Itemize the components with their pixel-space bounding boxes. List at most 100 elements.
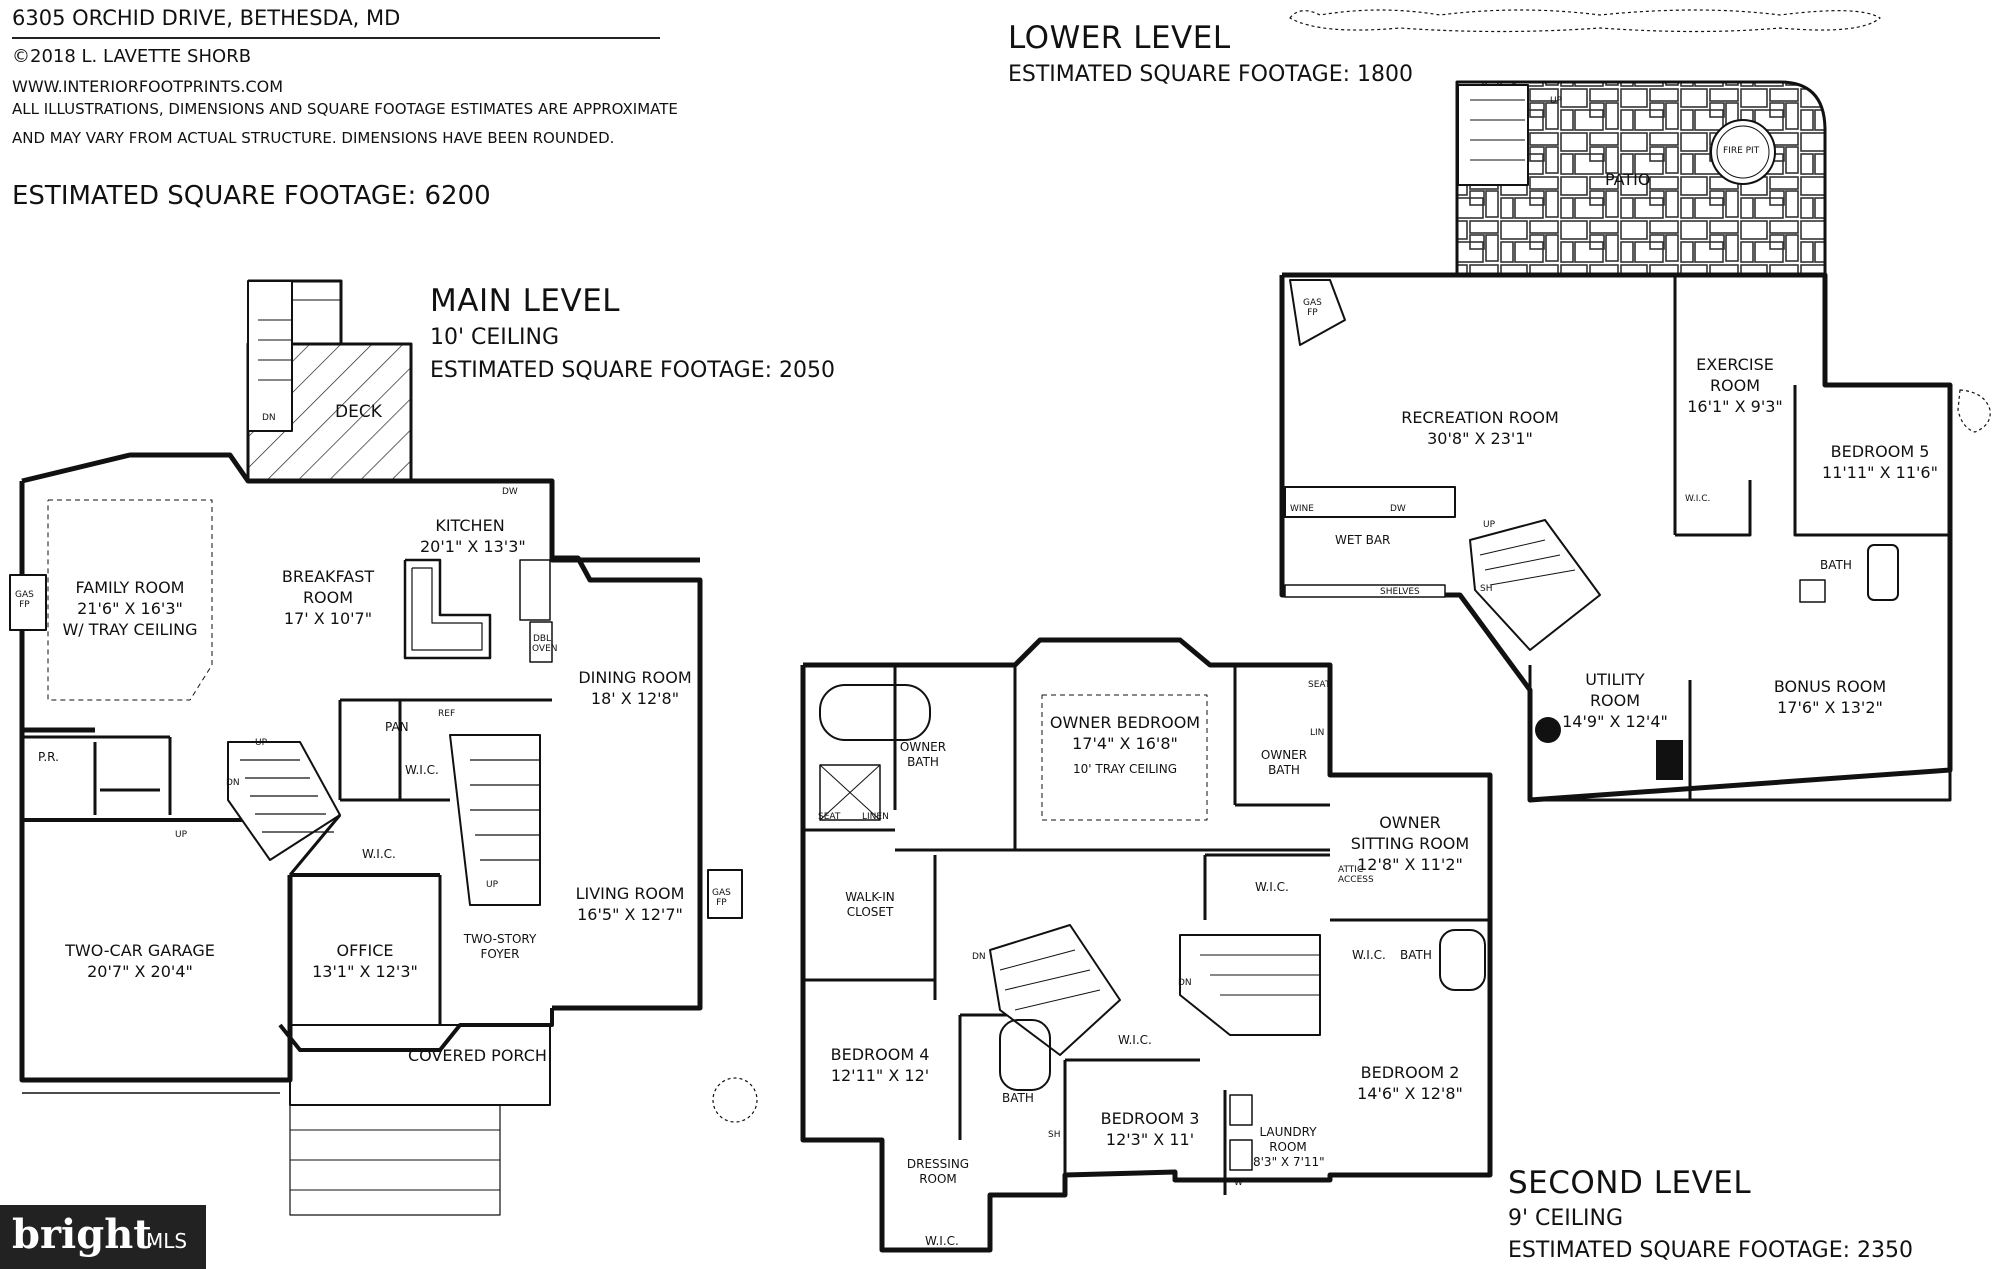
owner-sitting-name-2: SITTING ROOM xyxy=(1350,834,1470,853)
owner-bath-text: OWNER xyxy=(899,740,947,754)
refrigerator-label: REF xyxy=(438,709,456,719)
bedroom-4-dimensions: 12'11" X 12' xyxy=(830,1066,930,1085)
second-level-sqft: ESTIMATED SQUARE FOOTAGE: 2350 xyxy=(1508,1238,1914,1263)
bedroom-4-label: BEDROOM 4 12'11" X 12' xyxy=(815,1044,945,1086)
breakfast-name: BREAKFAST xyxy=(281,567,375,586)
bright-logo-text: bright xyxy=(12,1211,152,1258)
fireplace-text-2: FP xyxy=(19,600,30,610)
lower-stair-up-label: UP xyxy=(1483,520,1496,530)
laundry-room-label: LAUNDRY ROOM 8'3" X 7'11" xyxy=(1253,1125,1325,1170)
foyer-stair-up-label: UP xyxy=(486,880,499,890)
walk-in-closet-label: WALK-IN CLOSET xyxy=(840,890,900,920)
fireplace-text: GAS xyxy=(1303,298,1322,308)
owner-bath-text: OWNER xyxy=(1260,748,1308,762)
family-room-note: W/ TRAY CEILING xyxy=(62,620,198,639)
second-shower-label: SH xyxy=(1048,1130,1061,1140)
main-stair-up-label: UP xyxy=(255,738,268,748)
fireplace-text: GAS xyxy=(712,888,731,898)
dressing-text-2: ROOM xyxy=(919,1172,957,1186)
living-room-dimensions: 16'5" X 12'7" xyxy=(577,905,683,924)
second-stair-down-label-1: DN xyxy=(972,952,986,962)
second-level-plan xyxy=(800,637,1493,1253)
dining-room-name: DINING ROOM xyxy=(578,668,692,687)
double-oven-label: DBL OVEN xyxy=(532,634,558,654)
utility-name-2: ROOM xyxy=(1589,691,1641,710)
garage-name: TWO-CAR GARAGE xyxy=(65,941,215,960)
fire-pit-label: FIRE PIT xyxy=(1723,146,1760,156)
second-wic-label-2: W.I.C. xyxy=(1352,948,1386,962)
lower-dishwasher-label: DW xyxy=(1390,504,1406,514)
second-level-ceiling: 9' CEILING xyxy=(1508,1206,1624,1231)
lower-shower-label: SH xyxy=(1480,584,1493,594)
attic-access-label: ATTIC ACCESS xyxy=(1338,865,1374,885)
main-level-plan xyxy=(9,279,758,1216)
breakfast-room-label: BREAKFAST ROOM 17' X 10'7" xyxy=(268,566,388,629)
main-level-ceiling: 10' CEILING xyxy=(430,325,560,350)
bonus-dimensions: 17'6" X 13'2" xyxy=(1777,698,1883,717)
lower-level-title: LOWER LEVEL xyxy=(1008,20,1231,56)
foyer-label: TWO-STORY FOYER xyxy=(450,932,550,962)
owner-bedroom-dimensions: 17'4" X 16'8" xyxy=(1072,734,1178,753)
lower-bath-label: BATH xyxy=(1820,558,1852,572)
laundry-text-2: ROOM xyxy=(1269,1140,1307,1154)
property-address: 6305 ORCHID DRIVE, BETHESDA, MD xyxy=(12,6,401,30)
utility-room-label: UTILITY ROOM 14'9" X 12'4" xyxy=(1560,669,1670,732)
recreation-dimensions: 30'8" X 23'1" xyxy=(1427,429,1533,448)
bedroom-5-dimensions: 11'11" X 11'6" xyxy=(1822,463,1938,482)
kitchen-name: KITCHEN xyxy=(435,516,505,535)
recreation-name: RECREATION ROOM xyxy=(1401,408,1559,427)
powder-room-label: P.R. xyxy=(38,750,59,764)
fireplace-text: GAS xyxy=(15,590,34,600)
recreation-room-label: RECREATION ROOM 30'8" X 23'1" xyxy=(1385,407,1575,449)
bedroom-2-dimensions: 14'6" X 12'8" xyxy=(1357,1084,1463,1103)
dressing-text: DRESSING xyxy=(906,1157,970,1171)
total-square-footage: ESTIMATED SQUARE FOOTAGE: 6200 xyxy=(12,181,491,211)
garage-label: TWO-CAR GARAGE 20'7" X 20'4" xyxy=(60,940,220,982)
wine-label: WINE xyxy=(1290,504,1314,514)
office-name: OFFICE xyxy=(336,941,394,960)
lower-level-plan xyxy=(1279,9,1991,803)
family-room-label: FAMILY ROOM 21'6" X 16'3" W/ TRAY CEILIN… xyxy=(60,577,200,640)
bedroom-5-label: BEDROOM 5 11'11" X 11'6" xyxy=(1815,441,1945,483)
office-label: OFFICE 13'1" X 12'3" xyxy=(305,940,425,982)
wet-bar-label: WET BAR xyxy=(1335,533,1391,547)
lower-level-sqft: ESTIMATED SQUARE FOOTAGE: 1800 xyxy=(1008,62,1414,87)
deck-label: DECK xyxy=(335,402,382,422)
bedroom-4-name: BEDROOM 4 xyxy=(830,1045,930,1064)
dining-room-dimensions: 18' X 12'8" xyxy=(590,689,680,708)
owner-bath-right-label: OWNER BATH xyxy=(1254,748,1314,778)
bright-mls-logo: bright MLS xyxy=(0,1205,206,1269)
website-link[interactable]: WWW.INTERIORFOOTPRINTS.COM xyxy=(12,77,284,96)
main-wic-label-2: W.I.C. xyxy=(362,847,396,861)
exercise-room-label: EXERCISE ROOM 16'1" X 9'3" xyxy=(1670,354,1800,417)
dining-room-label: DINING ROOM 18' X 12'8" xyxy=(570,667,700,709)
header-rule xyxy=(12,37,660,39)
utility-dimensions: 14'9" X 12'4" xyxy=(1562,712,1668,731)
dishwasher-label: DW xyxy=(502,487,518,497)
main-level-sqft: ESTIMATED SQUARE FOOTAGE: 2050 xyxy=(430,358,836,383)
main-wic-label-1: W.I.C. xyxy=(405,763,439,777)
owner-bedroom-label: OWNER BEDROOM 17'4" X 16'8" xyxy=(1040,712,1210,754)
exercise-dimensions: 16'1" X 9'3" xyxy=(1687,397,1783,416)
dressing-room-label: DRESSING ROOM xyxy=(903,1157,973,1187)
bedroom-2-label: BEDROOM 2 14'6" X 12'8" xyxy=(1345,1062,1475,1104)
breakfast-name-2: ROOM xyxy=(302,588,354,607)
laundry-dimensions: 8'3" X 7'11" xyxy=(1253,1155,1325,1169)
bedroom-3-label: BEDROOM 3 12'3" X 11' xyxy=(1085,1108,1215,1150)
bonus-room-label: BONUS ROOM 17'6" X 13'2" xyxy=(1765,676,1895,718)
second-wic-label-1: W.I.C. xyxy=(1255,880,1289,894)
family-room-name: FAMILY ROOM xyxy=(75,578,185,597)
shelves-label: SHELVES xyxy=(1380,587,1420,597)
exercise-name-2: ROOM xyxy=(1709,376,1761,395)
owner-sitting-room-label: OWNER SITTING ROOM 12'8" X 11'2" xyxy=(1345,812,1475,875)
main-stair-down-label: DN xyxy=(226,778,240,788)
lower-fireplace-label: GAS FP xyxy=(1303,298,1322,318)
seat-label-left: SEAT xyxy=(818,812,841,822)
living-room-name: LIVING ROOM xyxy=(575,884,685,903)
main-fireplace-label: GAS FP xyxy=(15,590,34,610)
bedroom-3-dimensions: 12'3" X 11' xyxy=(1105,1130,1195,1149)
pantry-label: PAN xyxy=(385,720,409,734)
living-room-label: LIVING ROOM 16'5" X 12'7" xyxy=(565,883,695,925)
second-wic-label-3: W.I.C. xyxy=(1118,1033,1152,1047)
garage-stair-up-label: UP xyxy=(175,830,188,840)
